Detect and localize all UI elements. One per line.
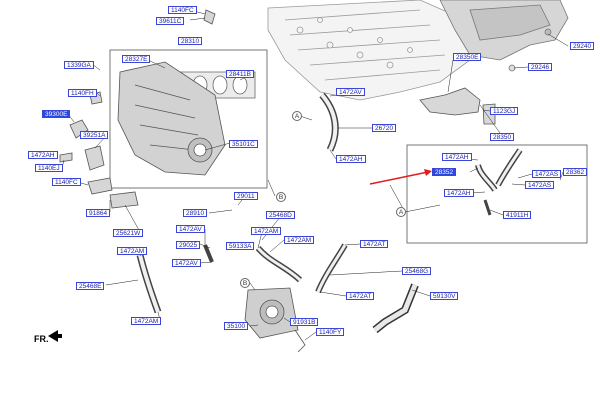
part-label-1339ga[interactable]: 1339GA xyxy=(64,61,94,69)
part-label-29011[interactable]: 29011 xyxy=(234,192,258,200)
hose-25468e-highlight xyxy=(138,254,160,313)
engine-block-illustration xyxy=(267,0,471,101)
part-label-91864[interactable]: 91864 xyxy=(86,209,111,217)
part-label-39251a[interactable]: 39251A xyxy=(80,131,109,139)
left-sensor-parts xyxy=(59,9,216,209)
part-label-29025[interactable]: 29025 xyxy=(176,241,201,249)
part-label-25468g[interactable]: 25468G xyxy=(402,267,432,275)
part-label-28350e[interactable]: 28350E xyxy=(453,53,482,61)
part-label-1472at-1[interactable]: 1472AT xyxy=(360,240,389,248)
part-label-1472av-2[interactable]: 1472AV xyxy=(172,259,201,267)
part-label-41911h[interactable]: 41911H xyxy=(503,211,532,219)
part-label-39611c[interactable]: 39611C xyxy=(156,17,185,25)
part-label-1472ah-left[interactable]: 1472AH xyxy=(28,151,58,159)
reference-circle-b-mid: B xyxy=(276,192,286,202)
red-pointer-arrow xyxy=(369,169,432,185)
part-label-29240[interactable]: 29240 xyxy=(570,42,595,50)
part-label-29246[interactable]: 29246 xyxy=(528,63,553,71)
part-label-1472am-1[interactable]: 1472AM xyxy=(117,247,148,255)
intake-manifold-group-box xyxy=(109,49,268,189)
front-orientation-label: FR. xyxy=(34,334,49,344)
part-label-26720[interactable]: 26720 xyxy=(372,124,397,132)
throttle-body-illustration xyxy=(244,287,306,353)
part-label-1472am-2[interactable]: 1472AM xyxy=(131,317,162,325)
bracket-28350e-illustration xyxy=(419,87,496,125)
part-label-39300e[interactable]: 39300E xyxy=(42,110,71,118)
part-label-28327e[interactable]: 28327E xyxy=(122,55,151,63)
intake-manifold-illustration xyxy=(117,61,226,176)
part-label-1472as-2[interactable]: 1472AS xyxy=(525,181,555,189)
part-label-1472at-2[interactable]: 1472AT xyxy=(346,292,375,300)
part-label-1140fy[interactable]: 1140FY xyxy=(316,328,345,336)
part-label-28362[interactable]: 28362 xyxy=(563,168,588,176)
reference-circle-a-box: A xyxy=(396,207,406,217)
part-label-59133a[interactable]: 59133A xyxy=(226,242,255,250)
part-label-28310[interactable]: 28310 xyxy=(178,37,203,45)
part-label-28910[interactable]: 28910 xyxy=(183,209,208,217)
part-label-91931b[interactable]: 91931B xyxy=(290,318,319,326)
part-label-1140fc-left[interactable]: 1140FC xyxy=(52,178,81,186)
part-label-35101c[interactable]: 35101C xyxy=(229,140,258,148)
part-label-25468e[interactable]: 25468E xyxy=(76,282,105,290)
part-label-35100[interactable]: 35100 xyxy=(224,322,249,330)
detail-box-a xyxy=(406,144,588,244)
front-direction-arrow-icon xyxy=(48,330,62,342)
part-label-25621w[interactable]: 25621W xyxy=(113,229,144,237)
part-label-59130v[interactable]: 59130V xyxy=(430,292,459,300)
part-label-25468d[interactable]: 25468D xyxy=(266,211,295,219)
pcv-hose-parts xyxy=(203,243,348,294)
part-label-1472av-3[interactable]: 1472AV xyxy=(336,88,365,96)
reference-circle-b-low: B xyxy=(240,278,250,288)
part-label-28350[interactable]: 28350 xyxy=(490,133,515,141)
reference-circle-a-mid: A xyxy=(292,111,302,121)
part-label-28411b[interactable]: 28411B xyxy=(226,70,254,78)
part-label-1140fh[interactable]: 1140FH xyxy=(68,89,97,97)
part-label-1140fc-top[interactable]: 1140FC xyxy=(168,6,197,14)
part-label-28352[interactable]: 28352 xyxy=(432,168,457,176)
engine-cover-illustration xyxy=(439,0,569,72)
part-label-1472am-4[interactable]: 1472AM xyxy=(284,236,315,244)
part-label-1472ah-box2[interactable]: 1472AH xyxy=(444,189,474,197)
detail-hose-illustration xyxy=(475,148,523,216)
part-label-1472av-1[interactable]: 1472AV xyxy=(176,225,205,233)
part-label-1140ej[interactable]: 1140EJ xyxy=(35,164,63,172)
part-label-1472ah-box[interactable]: 1472AH xyxy=(442,153,472,161)
part-label-1472ah-mid[interactable]: 1472AH xyxy=(336,155,366,163)
part-label-1123gj[interactable]: 1123GJ xyxy=(490,107,519,115)
part-label-1472as[interactable]: 1472AS xyxy=(532,170,562,178)
part-label-1472am-3[interactable]: 1472AM xyxy=(251,227,282,235)
